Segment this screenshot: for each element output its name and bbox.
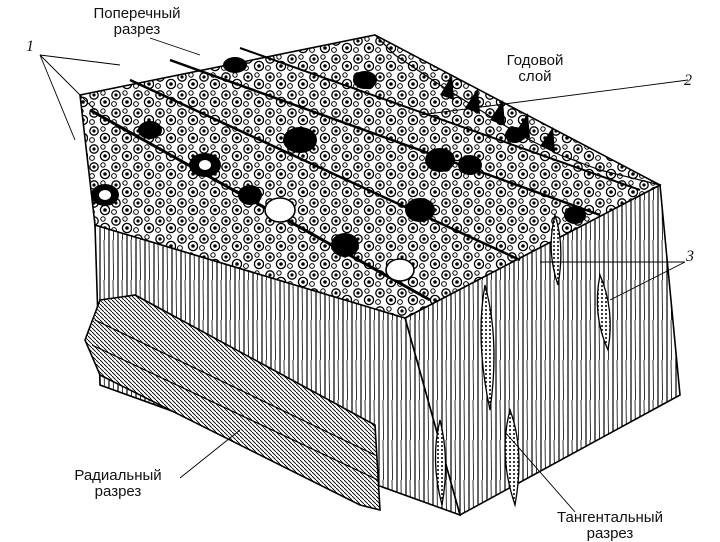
radial-section-label-line2: разрез <box>58 484 178 500</box>
label-number-1: 1 <box>26 38 34 56</box>
tangential-section-label: Тангентальный разрез <box>530 510 690 542</box>
radial-section-label-line1: Радиальный <box>58 468 178 484</box>
label-number-2: 2 <box>684 72 692 90</box>
cross-section-label-line1: Поперечный <box>72 6 202 22</box>
cross-section-label: Поперечный разрез <box>72 6 202 38</box>
label-number-3: 3 <box>686 248 694 266</box>
radial-section-label: Радиальный разрез <box>58 468 178 500</box>
cross-section-label-line2: разрез <box>72 22 202 38</box>
annual-layer-label: Годовой слой <box>490 53 580 85</box>
tangential-section-label-line1: Тангентальный <box>530 510 690 526</box>
annual-layer-label-line2: слой <box>490 69 580 85</box>
annual-layer-label-line1: Годовой <box>490 53 580 69</box>
